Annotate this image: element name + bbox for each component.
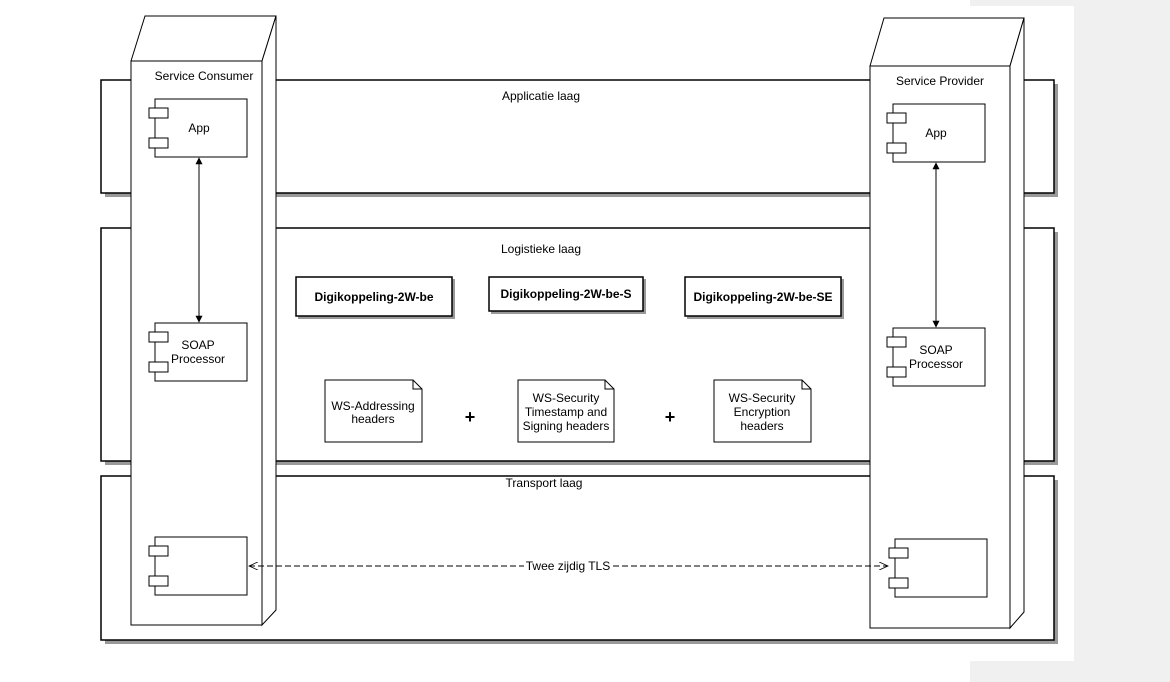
service-consumer-title: Service Consumer	[155, 69, 254, 83]
consumer-app-component	[148, 98, 248, 158]
consumer-app-label: App	[188, 121, 210, 135]
profile-be-se-label: Digikoppeling-2W-be-SE	[693, 290, 832, 304]
encryption-line3: headers	[740, 419, 783, 433]
provider-app-component	[886, 103, 986, 163]
profile-box-be-s	[488, 276, 646, 314]
document-timestamp-signing-headers	[517, 379, 615, 443]
plus-sign-2: +	[665, 407, 676, 427]
provider-soap-component	[886, 327, 986, 387]
layer-logistic-label: Logistieke laag	[501, 242, 581, 256]
profile-box-be	[295, 276, 455, 319]
consumer-soap-component	[148, 322, 248, 382]
encryption-line2: Encryption	[734, 405, 791, 419]
consumer-soap-line2: Processor	[171, 352, 225, 366]
timestamp-line1: WS-Security	[533, 391, 600, 405]
consumer-soap-line1: SOAP	[181, 338, 214, 352]
layer-transport-label: Transport laag	[506, 476, 583, 490]
timestamp-line3: Signing headers	[523, 419, 610, 433]
timestamp-line2: Timestamp and	[525, 405, 607, 419]
profile-be-label: Digikoppeling-2W-be	[314, 290, 433, 304]
profile-be-s-label: Digikoppeling-2W-be-S	[500, 287, 631, 301]
addressing-line1: WS-Addressing	[331, 399, 414, 413]
addressing-line2: headers	[351, 412, 394, 426]
layer-application-label: Applicatie laag	[502, 89, 580, 103]
tls-label: Twee zijdig TLS	[526, 559, 611, 573]
encryption-line1: WS-Security	[729, 391, 796, 405]
document-encryption-headers	[713, 379, 812, 443]
provider-transport-component	[888, 538, 988, 598]
service-provider-title: Service Provider	[896, 74, 984, 88]
consumer-transport-component	[148, 536, 248, 596]
profile-box-be-se	[684, 276, 844, 319]
provider-soap-line2: Processor	[909, 357, 963, 371]
plus-sign-1: +	[465, 407, 476, 427]
provider-soap-line1: SOAP	[919, 343, 952, 357]
provider-app-label: App	[925, 126, 947, 140]
document-addressing-headers	[324, 379, 423, 443]
